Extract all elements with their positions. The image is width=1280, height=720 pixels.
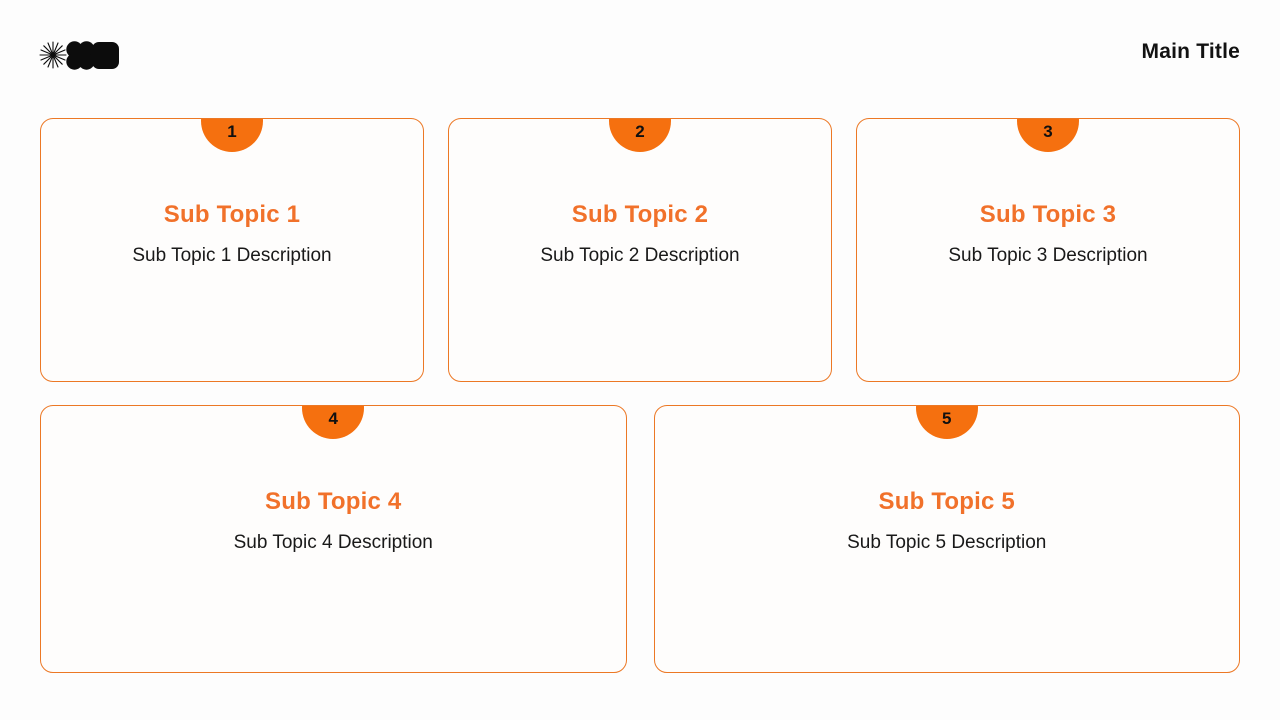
subtopic-card-2: 2 Sub Topic 2 Sub Topic 2 Description: [448, 118, 832, 382]
subtopic-description: Sub Topic 2 Description: [540, 245, 740, 266]
badge-number: 1: [227, 121, 237, 141]
subtopic-title: Sub Topic 3: [979, 201, 1117, 228]
number-badge-3: 3: [1017, 119, 1079, 152]
subtopic-description: Sub Topic 1 Description: [132, 245, 332, 266]
card-row-2: 4 Sub Topic 4 Sub Topic 4 Description 5 …: [40, 405, 1240, 673]
subtopic-title: Sub Topic 4: [265, 488, 402, 515]
subtopic-title: Sub Topic 1: [163, 201, 301, 228]
starburst-icon: [39, 41, 67, 69]
badge-number: 3: [1043, 121, 1053, 141]
subtopic-card-1: 1 Sub Topic 1 Sub Topic 1 Description: [40, 118, 424, 382]
quad-circle-icon: [66, 40, 95, 70]
subtopic-card-5: 5 Sub Topic 5 Sub Topic 5 Description: [653, 405, 1240, 673]
page-title: Main Title: [1141, 40, 1240, 63]
badge-number: 5: [942, 408, 952, 428]
subtopic-description: Sub Topic 3 Description: [948, 245, 1148, 266]
logo: [38, 40, 119, 70]
subtopic-card-3: 3 Sub Topic 3 Sub Topic 3 Description: [856, 118, 1240, 382]
number-badge-1: 1: [201, 119, 263, 152]
badge-number: 2: [635, 121, 645, 141]
number-badge-5: 5: [915, 406, 978, 439]
card-row-1: 1 Sub Topic 1 Sub Topic 1 Description 2 …: [40, 118, 1240, 382]
number-badge-2: 2: [609, 119, 671, 152]
badge-number: 4: [328, 408, 338, 428]
subtopic-description: Sub Topic 5 Description: [847, 532, 1047, 553]
subtopic-card-4: 4 Sub Topic 4 Sub Topic 4 Description: [40, 405, 627, 673]
subtopic-description: Sub Topic 4 Description: [233, 532, 433, 553]
subtopic-title: Sub Topic 2: [571, 201, 709, 228]
number-badge-4: 4: [302, 406, 365, 439]
card-grid: 1 Sub Topic 1 Sub Topic 1 Description 2 …: [40, 118, 1240, 673]
subtopic-title: Sub Topic 5: [878, 488, 1015, 515]
rounded-square-icon: [92, 41, 119, 69]
